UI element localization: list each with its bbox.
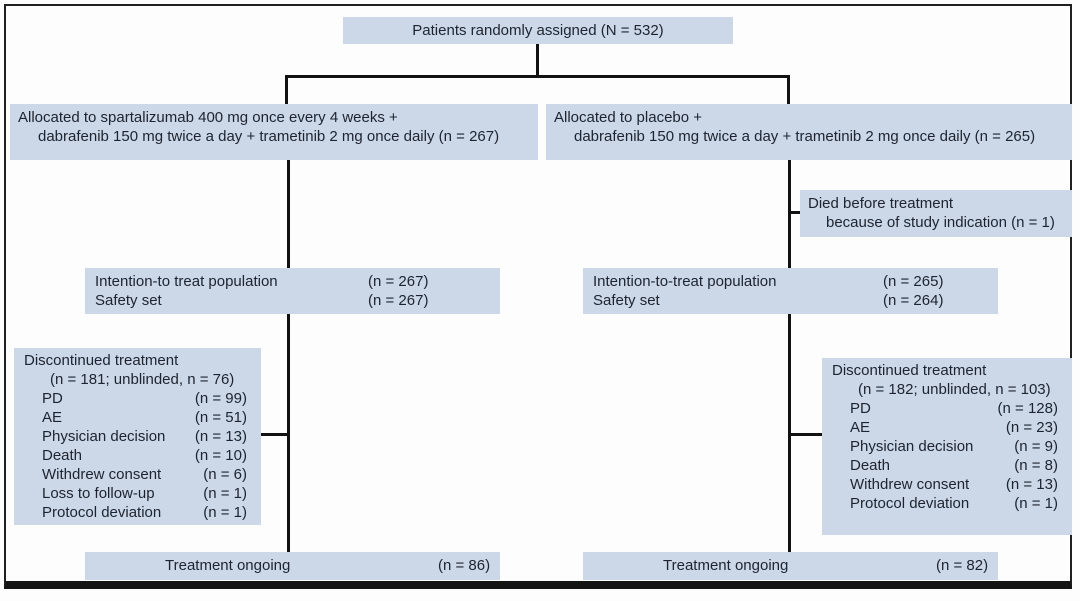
reason-label: Protocol deviation [42, 504, 162, 521]
allocation-box-spartalizumab: Allocated to spartalizumab 400 mg once e… [10, 104, 538, 160]
reason-value: (n = 13) [194, 428, 247, 445]
itt-right-value-1: (n = 265) [883, 273, 944, 290]
discontinued-left-row: Protocol deviation (n = 1) [20, 503, 255, 522]
allocation-right-line2: dabrafenib 150 mg twice a day + trametin… [574, 128, 1036, 145]
discontinued-left-row: Physician decision (n = 13) [20, 427, 255, 446]
discontinued-box-right: Discontinued treatment (n = 182; unblind… [822, 358, 1072, 535]
connector-right-drop [787, 75, 790, 104]
itt-right-label-2: Safety set [593, 292, 660, 309]
discontinued-right-row: Withdrew consent (n = 13) [828, 475, 1066, 494]
connector-left-drop [285, 75, 288, 104]
ongoing-box-left: Treatment ongoing (n = 86) [85, 552, 500, 580]
figure-border [4, 4, 1072, 589]
connector-right-stem-lower [788, 314, 791, 552]
connector-left-stem-upper [287, 160, 290, 268]
itt-right-value-2: (n = 264) [883, 292, 944, 309]
itt-left-label-2: Safety set [95, 292, 162, 309]
reason-value: (n = 13) [1005, 476, 1058, 493]
itt-left-label-1: Intention-to treat population [95, 273, 278, 290]
itt-left-row-2: Safety set (n = 267) [85, 291, 500, 310]
discontinued-left-row: Withdrew consent (n = 6) [20, 465, 255, 484]
itt-left-value-1: (n = 267) [368, 273, 429, 290]
discontinued-right-title: Discontinued treatment [832, 362, 987, 379]
reason-value: (n = 6) [203, 466, 247, 483]
reason-label: Withdrew consent [850, 476, 970, 493]
reason-value: (n = 1) [203, 504, 247, 521]
reason-value: (n = 9) [1014, 438, 1058, 455]
reason-label: PD [850, 400, 871, 417]
allocation-right-line1: Allocated to placebo + [554, 109, 703, 126]
connector-died-branch [790, 211, 800, 214]
connector-left-discontinued-branch [260, 433, 288, 436]
ongoing-box-right: Treatment ongoing (n = 82) [583, 552, 998, 580]
discontinued-right-row: AE (n = 23) [828, 418, 1066, 437]
reason-label: AE [850, 419, 871, 436]
connector-top-vertical [536, 44, 539, 77]
itt-box-right: Intention-to-treat population (n = 265) … [583, 268, 998, 314]
reason-label: Physician decision [42, 428, 166, 445]
discontinued-right-row: Physician decision (n = 9) [828, 437, 1066, 456]
discontinued-left-row: Loss to follow-up (n = 1) [20, 484, 255, 503]
discontinued-left-subtitle: (n = 181; unblinded, n = 76) [50, 371, 235, 388]
discontinued-left-row: PD (n = 99) [20, 389, 255, 408]
reason-label: Death [42, 447, 83, 464]
allocation-left-line2: dabrafenib 150 mg twice a day + trametin… [38, 128, 500, 145]
itt-left-value-2: (n = 267) [368, 292, 429, 309]
connector-right-discontinued-branch [790, 433, 822, 436]
discontinued-left-row: Death (n = 10) [20, 446, 255, 465]
reason-label: Withdrew consent [42, 466, 162, 483]
died-before-treatment-box: Died before treatment because of study i… [800, 190, 1072, 237]
died-line2: because of study indication (n = 1) [826, 214, 1055, 231]
connector-left-stem-lower [287, 314, 290, 552]
reason-label: Physician decision [850, 438, 974, 455]
ongoing-left-value: (n = 86) [438, 557, 491, 574]
ongoing-right-value: (n = 82) [936, 557, 989, 574]
discontinued-left-title: Discontinued treatment [24, 352, 179, 369]
connector-right-stem-upper [788, 160, 791, 268]
ongoing-right-label: Treatment ongoing [663, 557, 789, 574]
ongoing-left-label: Treatment ongoing [165, 557, 291, 574]
discontinued-right-row: Death (n = 8) [828, 456, 1066, 475]
reason-label: Loss to follow-up [42, 485, 155, 502]
allocation-left-line1: Allocated to spartalizumab 400 mg once e… [18, 109, 398, 126]
reason-value: (n = 51) [194, 409, 247, 426]
reason-label: Death [850, 457, 891, 474]
reason-label: Protocol deviation [850, 495, 970, 512]
itt-right-row-1: Intention-to-treat population (n = 265) [583, 272, 998, 291]
itt-left-row-1: Intention-to treat population (n = 267) [85, 272, 500, 291]
reason-label: PD [42, 390, 63, 407]
reason-value: (n = 99) [194, 390, 247, 407]
discontinued-right-row: PD (n = 128) [828, 399, 1066, 418]
reason-label: AE [42, 409, 63, 426]
discontinued-right-row: Protocol deviation (n = 1) [828, 494, 1066, 513]
discontinued-right-subtitle: (n = 182; unblinded, n = 103) [858, 381, 1051, 398]
connector-split-horizontal [285, 75, 790, 78]
reason-value: (n = 8) [1014, 457, 1058, 474]
discontinued-box-left: Discontinued treatment (n = 181; unblind… [14, 348, 261, 525]
randomized-box: Patients randomly assigned (N = 532) [343, 17, 733, 44]
reason-value: (n = 1) [1014, 495, 1058, 512]
itt-box-left: Intention-to treat population (n = 267) … [85, 268, 500, 314]
reason-value: (n = 128) [997, 400, 1058, 417]
discontinued-left-row: AE (n = 51) [20, 408, 255, 427]
reason-value: (n = 10) [194, 447, 247, 464]
itt-right-label-1: Intention-to-treat population [593, 273, 777, 290]
allocation-box-placebo: Allocated to placebo + dabrafenib 150 mg… [546, 104, 1072, 160]
randomized-text: Patients randomly assigned (N = 532) [412, 22, 664, 39]
died-line1: Died before treatment [808, 195, 954, 212]
reason-value: (n = 1) [203, 485, 247, 502]
itt-right-row-2: Safety set (n = 264) [583, 291, 998, 310]
reason-value: (n = 23) [1005, 419, 1058, 436]
